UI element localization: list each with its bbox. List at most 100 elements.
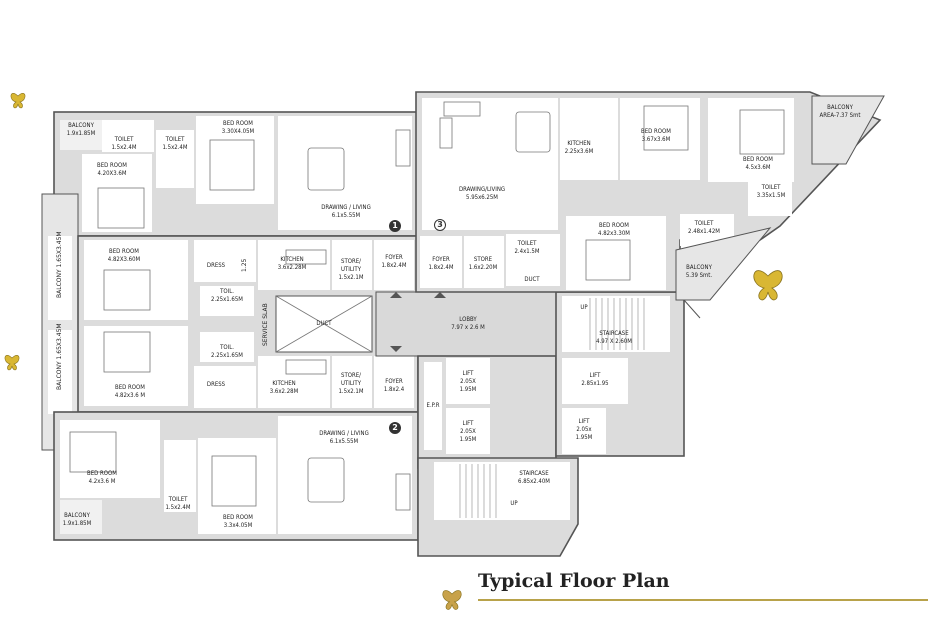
balcony-right (675, 227, 772, 301)
kitchen-ml2 (258, 356, 330, 408)
lift-d (562, 408, 606, 454)
balcony-bottom-left (60, 500, 102, 534)
balcony-side-bot (48, 330, 72, 414)
bed-ml-bot (84, 326, 188, 406)
label-dim-125: 1.25 (241, 258, 248, 272)
label-dress-top: DRESS (206, 262, 226, 269)
label-balcony-side-bot: BALCONY 1.65X3.45M (56, 323, 63, 390)
toil-top (200, 286, 254, 316)
foyer-ml1 (374, 240, 414, 290)
store-ml2 (332, 356, 372, 408)
foyer-r (420, 236, 462, 288)
balcony-top-left (60, 120, 102, 150)
toilet-r3 (506, 234, 560, 286)
drawing-2 (278, 416, 412, 534)
butterfly-icon (442, 590, 462, 610)
staircase-bot (434, 462, 570, 520)
balcony-side-top (48, 236, 72, 320)
label-balcony-side-top: BALCONY 1.65X3.45M (56, 231, 63, 298)
label-duct-r: DUCT (524, 276, 540, 283)
staircase-top (562, 296, 670, 352)
toilet-tl1 (102, 120, 154, 152)
butterfly-icon (753, 270, 783, 301)
toil-bot (200, 332, 254, 362)
foyer-ml2 (374, 356, 414, 408)
bed-r3 (566, 216, 666, 290)
label-up-top: UP (580, 304, 588, 311)
kitchen-r (560, 98, 618, 180)
bed-r1 (620, 98, 700, 180)
lobby-area (375, 291, 557, 357)
epr-room (424, 362, 442, 450)
bed-r2 (708, 98, 794, 182)
label-service-slab: SERVICE SLAB (262, 303, 269, 346)
balcony-area-right (811, 95, 885, 165)
unit-number-1: 1 (389, 220, 401, 232)
drawing-3 (422, 98, 558, 230)
title-underline (478, 599, 928, 601)
label-epr: E.P.R (426, 402, 440, 409)
butterfly-icon (10, 92, 26, 109)
bed-ml-top (84, 240, 188, 320)
drawing-1 (278, 116, 412, 230)
store-r (464, 236, 504, 288)
toilet-bl (164, 440, 196, 512)
label-dress-bot: DRESS (206, 381, 226, 388)
bed-bl-top (198, 438, 276, 534)
toilet-r1 (748, 180, 792, 216)
dress-bot (194, 366, 256, 408)
bed-tl-top (196, 116, 274, 204)
butterfly-icon (4, 354, 20, 371)
store-ml1 (332, 240, 372, 290)
dress-top (194, 240, 256, 282)
lift-b (446, 408, 490, 454)
unit-number-3: 3 (434, 219, 446, 231)
page-title: Typical Floor Plan (478, 570, 670, 592)
lift-a (446, 358, 490, 404)
label-up-bot: UP (510, 500, 518, 507)
bed-tl-left (82, 154, 152, 232)
label-duct-left: DUCT (316, 320, 332, 327)
toilet-tl2 (156, 130, 194, 188)
label-toil-bot: TOIL.2.25x1.65M (211, 344, 243, 359)
bed-bl-left (60, 420, 160, 498)
label-toil-top: TOIL.2.25x1.65M (211, 288, 243, 303)
lift-c (562, 358, 628, 404)
